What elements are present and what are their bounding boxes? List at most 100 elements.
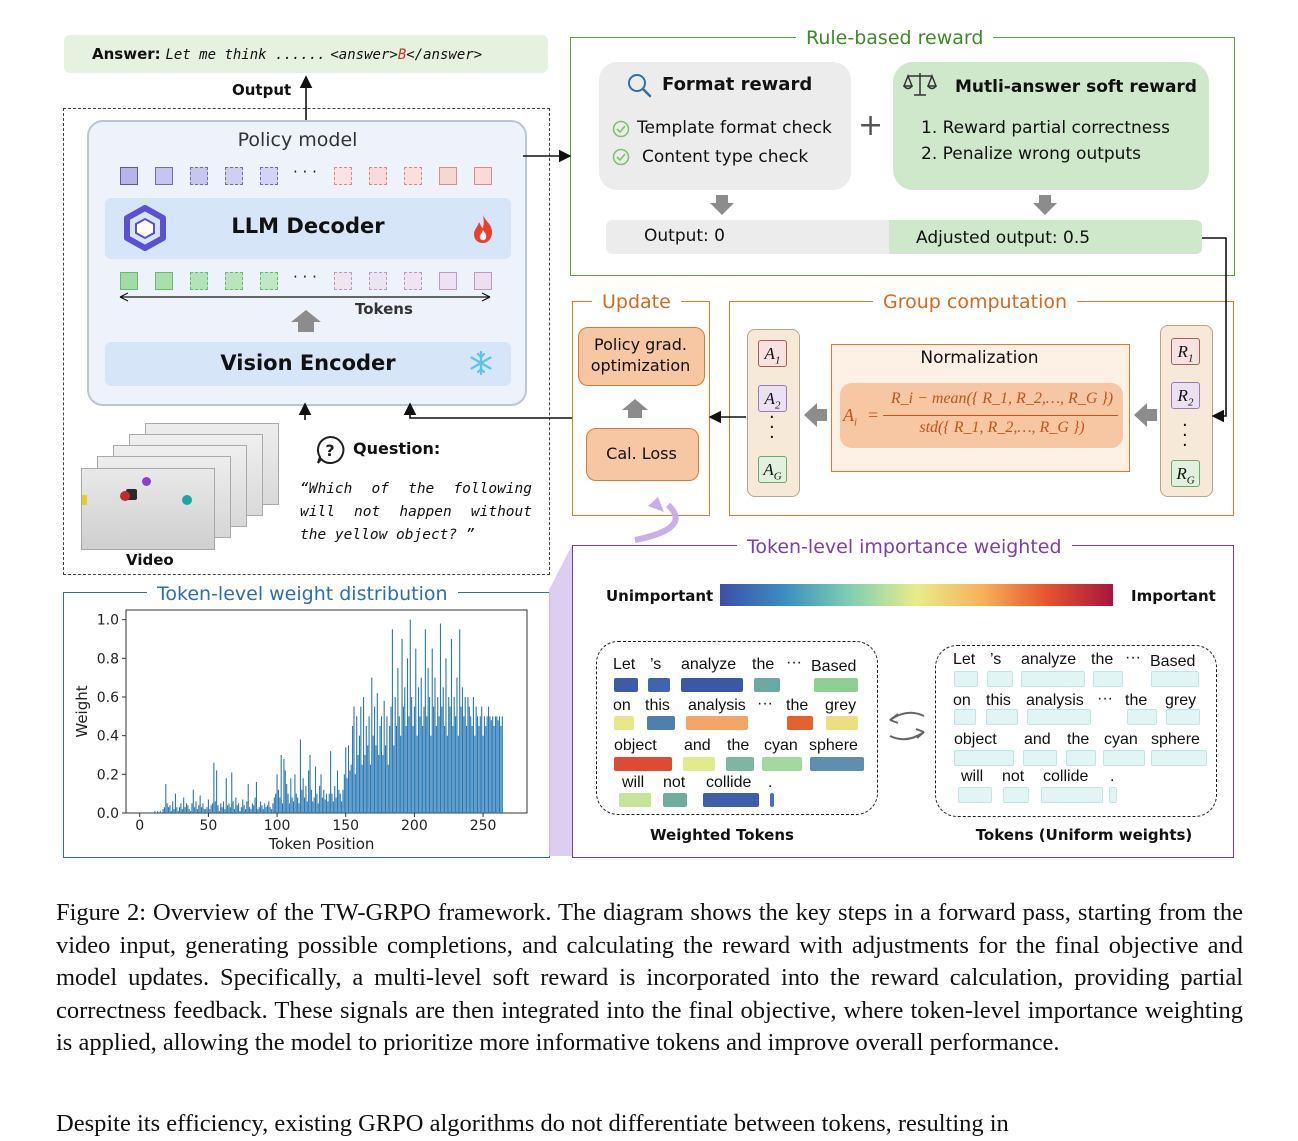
- chart-bar: [220, 803, 222, 813]
- chart-bar: [354, 774, 356, 813]
- out-token: [334, 167, 352, 185]
- chart-bar: [341, 801, 343, 813]
- chart-bar: [434, 677, 436, 813]
- chart-bar: [487, 706, 490, 813]
- figure-caption: Figure 2: Overview of the TW-GRPO framew…: [56, 899, 1243, 1056]
- chart-bar: [243, 805, 245, 813]
- chart-bar: [404, 687, 406, 813]
- importance-low-label: Unimportant: [606, 587, 714, 605]
- chart-bar: [342, 789, 344, 813]
- chart-bar: [474, 735, 476, 813]
- chart-bar: [269, 807, 271, 813]
- chart-bar: [152, 813, 155, 814]
- x-tick-label: 150: [332, 818, 359, 834]
- weight-chip: [663, 793, 687, 807]
- llm-decoder-label: LLM Decoder: [231, 214, 385, 238]
- chart-bar: [350, 764, 352, 813]
- chart-bar: [415, 648, 417, 813]
- uniform-word: not: [1002, 768, 1025, 785]
- rule-reward-title: Rule-based reward: [796, 27, 994, 49]
- uniform-chip: [958, 787, 992, 803]
- uniform-word: the: [1125, 692, 1148, 709]
- chart-bar: [188, 809, 190, 813]
- chart-bar: [356, 716, 358, 813]
- formula-numerator: R_i − mean({ R_1, R_2,…, R_G }): [890, 390, 1114, 407]
- answer-label: Answer:: [92, 45, 161, 63]
- chart-bar: [200, 807, 203, 813]
- chart-bar: [225, 778, 227, 813]
- weighted-word: Let: [613, 656, 636, 673]
- chart-bar: [387, 764, 389, 813]
- weight-chip: [762, 757, 802, 771]
- chart-bar: [353, 706, 355, 813]
- chart-bar: [335, 797, 337, 813]
- uniform-word: grey: [1165, 692, 1197, 709]
- chart-bar: [203, 809, 205, 813]
- uniform-chip: [1027, 709, 1091, 725]
- chart-bar: [389, 726, 391, 813]
- chart-bar: [277, 789, 279, 813]
- weighted-word: ’s: [650, 656, 662, 673]
- x-axis-label: Token Position: [268, 835, 375, 853]
- chart-bar: [417, 687, 420, 813]
- chart-bar: [276, 774, 278, 813]
- weighted-tokens-panel: [596, 641, 878, 815]
- weighted-word: .: [768, 774, 773, 791]
- chart-bar: [265, 807, 267, 813]
- in-token: [225, 272, 243, 290]
- chart-bar: [187, 805, 189, 813]
- format-check-1: Template format check: [637, 118, 832, 138]
- uniform-word: this: [986, 692, 1011, 709]
- in-token: [369, 272, 387, 290]
- chart-bar: [310, 789, 312, 813]
- chart-bar: [192, 789, 194, 813]
- weight-chip: [647, 716, 675, 730]
- uniform-chip: [1003, 787, 1029, 803]
- uniform-word: analyze: [1021, 651, 1077, 668]
- uniform-chip: [1041, 787, 1103, 803]
- y-tick-label: 0.2: [97, 767, 119, 783]
- chart-bar: [273, 797, 275, 813]
- adjusted-output-bar: [889, 220, 1202, 254]
- weighted-tokens-label: Weighted Tokens: [650, 826, 794, 844]
- svg-text:?: ?: [325, 441, 334, 460]
- weight-chip: [614, 678, 638, 692]
- weighted-word: Based: [811, 658, 857, 675]
- chart-bar: [496, 716, 498, 813]
- chart-bar: [467, 697, 469, 813]
- chart-bar: [402, 706, 404, 813]
- formula-eq: =: [868, 405, 879, 425]
- chart-frame-title: Token-level weight distribution: [147, 583, 458, 605]
- chart-bar: [441, 706, 443, 813]
- y-tick-label: 0.4: [97, 729, 119, 745]
- uniform-chip: [1151, 750, 1207, 766]
- chart-bar: [261, 805, 263, 813]
- check-circle-icon: [612, 120, 630, 138]
- chart-bar: [291, 797, 293, 813]
- chart-bar: [375, 745, 377, 813]
- chart-bar: [361, 764, 363, 813]
- chart-bar: [173, 809, 175, 813]
- weight-chip: [614, 757, 672, 771]
- out-token-dots: · · ·: [293, 163, 317, 181]
- chart-bar: [213, 762, 215, 813]
- uniform-chip: [1023, 750, 1057, 766]
- multi-answer-item-1: 1. Reward partial correctness: [921, 118, 1170, 138]
- chart-bar: [247, 784, 249, 813]
- chart-bar: [312, 801, 314, 813]
- uniform-chip: [954, 750, 1014, 766]
- importance-connector: [549, 545, 572, 856]
- chart-bar: [228, 803, 230, 813]
- importance-high-label: Important: [1131, 587, 1216, 605]
- chart-bar: [255, 782, 258, 813]
- chart-bar: [268, 801, 270, 813]
- chart-bar: [287, 793, 289, 813]
- chart-bar: [286, 784, 288, 813]
- chart-bar: [423, 706, 425, 813]
- multi-answer-title: Mutli-answer soft reward: [955, 77, 1197, 97]
- chart-bar: [489, 716, 491, 813]
- chart-bar: [148, 813, 150, 814]
- out-token: [404, 167, 422, 185]
- search-icon: [628, 74, 652, 98]
- body-continuation: Despite its efficiency, existing GRPO al…: [56, 1110, 1009, 1137]
